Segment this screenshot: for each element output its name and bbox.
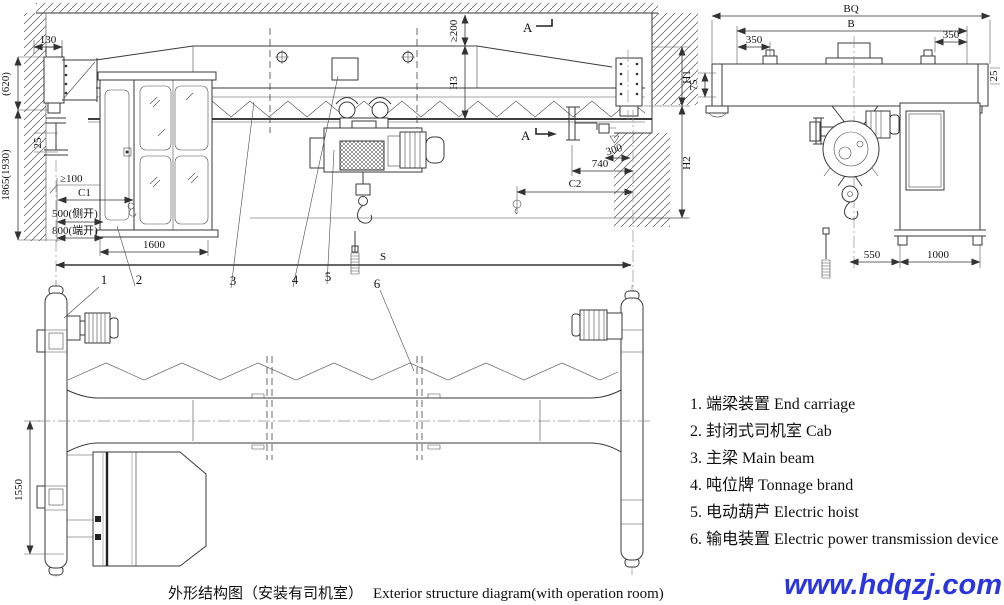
legend-item-main-beam: 3. 主梁 Main beam bbox=[690, 450, 815, 467]
plan-view: 1550 1 2 3 4 5 6 bbox=[13, 75, 652, 580]
plan-dimensions: 1550 bbox=[13, 420, 64, 555]
watermark: www.hdqzj.com bbox=[783, 569, 1002, 601]
section-a-marker-top: A bbox=[523, 19, 553, 35]
right-end-connection bbox=[566, 50, 643, 144]
dim-350-right: 350 bbox=[943, 29, 960, 41]
dim-h2: H2 bbox=[681, 156, 693, 169]
caption-en: Exterior structure diagram(with operatio… bbox=[373, 586, 664, 602]
dim-1550: 1550 bbox=[13, 479, 25, 502]
dim-ge200: ≥200 bbox=[448, 19, 460, 42]
section-a-marker-bottom: A bbox=[521, 128, 557, 143]
buffer-stop bbox=[44, 117, 68, 156]
legend-item-tonnage-brand: 4. 吨位牌 Tonnage brand bbox=[690, 477, 854, 494]
side-dimensions: BQ B 350 350 75 25 550 1000 bbox=[688, 3, 1000, 268]
elevation-view: 130 (620) 1865(1930) 25 ≥100 C1 500(侧开) … bbox=[0, 3, 698, 300]
travel-motor bbox=[571, 309, 623, 341]
left-end-carriage bbox=[43, 46, 98, 156]
ceiling-hatch bbox=[36, 3, 658, 14]
legend-item-electric-hoist: 5. 电动葫芦 Electric hoist bbox=[690, 504, 859, 521]
cab-door-handle bbox=[123, 147, 132, 157]
callout-1: 1 bbox=[101, 272, 108, 287]
section-a-label: A bbox=[521, 128, 531, 143]
side-hoist bbox=[809, 105, 900, 220]
dim-25-right: 25 bbox=[988, 70, 1000, 82]
legend-item-cab: 2. 封闭式司机室 Cab bbox=[690, 423, 832, 440]
plan-right-end-carriage bbox=[571, 285, 644, 575]
dim-h1: H1 bbox=[681, 70, 693, 83]
dim-c2: C2 bbox=[569, 178, 582, 190]
right-wall-hatch bbox=[614, 13, 698, 227]
caption-zh: 外形结构图（安装有司机室） bbox=[168, 586, 364, 602]
dim-800: 800(端开) bbox=[52, 224, 98, 237]
dim-130: 130 bbox=[40, 34, 57, 46]
cab-window bbox=[139, 85, 172, 151]
bolt-marker bbox=[275, 50, 289, 64]
dim-h3: H3 bbox=[448, 76, 460, 90]
cab-window bbox=[174, 155, 209, 225]
hoist-drum bbox=[339, 140, 385, 171]
callout-2: 2 bbox=[136, 272, 143, 287]
cab-elevation bbox=[95, 71, 219, 238]
travel-motor bbox=[66, 312, 119, 344]
hook bbox=[837, 175, 863, 220]
dim-550: 550 bbox=[864, 249, 881, 261]
dim-c1: C1 bbox=[78, 187, 91, 199]
legend-item-power-transmission: 6. 输电装置 Electric power transmission devi… bbox=[690, 531, 999, 548]
callout-4: 4 bbox=[292, 272, 299, 287]
dim-75: 75 bbox=[688, 79, 700, 91]
section-a-label: A bbox=[523, 20, 533, 35]
callouts: 1 2 3 4 5 6 bbox=[63, 75, 415, 372]
dim-1600: 1600 bbox=[143, 239, 166, 251]
dim-ge100: ≥100 bbox=[60, 173, 83, 185]
hoist-motor bbox=[399, 131, 427, 169]
dim-350-left: 350 bbox=[746, 34, 763, 46]
dim-25: 25 bbox=[32, 137, 44, 149]
side-collector-brush bbox=[821, 227, 831, 279]
cab-window bbox=[174, 85, 209, 151]
tonnage-brand-plate bbox=[331, 57, 359, 81]
side-girder bbox=[705, 36, 989, 270]
dim-740: 740 bbox=[592, 158, 609, 170]
dim-500: 500(侧开) bbox=[52, 207, 98, 220]
bolt-marker bbox=[401, 50, 415, 64]
legend-item-end-carriage: 1. 端梁装置 End carriage bbox=[690, 396, 856, 413]
callout-5: 5 bbox=[325, 269, 332, 284]
dim-1000: 1000 bbox=[927, 249, 950, 261]
cab-window bbox=[139, 155, 172, 225]
plan-cab bbox=[67, 451, 207, 567]
power-collector-brush bbox=[350, 231, 360, 275]
side-view: BQ B 350 350 75 25 550 1000 bbox=[688, 3, 1000, 279]
dim-bq: BQ bbox=[843, 3, 858, 15]
plan-left-end-carriage bbox=[36, 280, 119, 580]
dim-1865: 1865(1930) bbox=[0, 149, 12, 201]
caption: 外形结构图（安装有司机室） Exterior structure diagram(… bbox=[168, 582, 664, 603]
hook bbox=[355, 172, 373, 224]
callout-3: 3 bbox=[230, 273, 237, 288]
dim-s: S bbox=[380, 251, 386, 263]
side-cab bbox=[894, 102, 986, 246]
legend: 1. 端梁装置 End carriage 2. 封闭式司机室 Cab 3. 主梁… bbox=[690, 391, 998, 553]
dim-b: B bbox=[847, 18, 854, 30]
elevation-dimensions: 130 (620) 1865(1930) 25 ≥100 C1 500(侧开) … bbox=[0, 14, 693, 300]
plan-main-beam bbox=[38, 356, 652, 460]
dim-620: (620) bbox=[0, 72, 12, 96]
electric-hoist-elevation bbox=[309, 97, 445, 224]
dim-300: 300 bbox=[604, 142, 624, 159]
callout-6: 6 bbox=[374, 276, 381, 291]
